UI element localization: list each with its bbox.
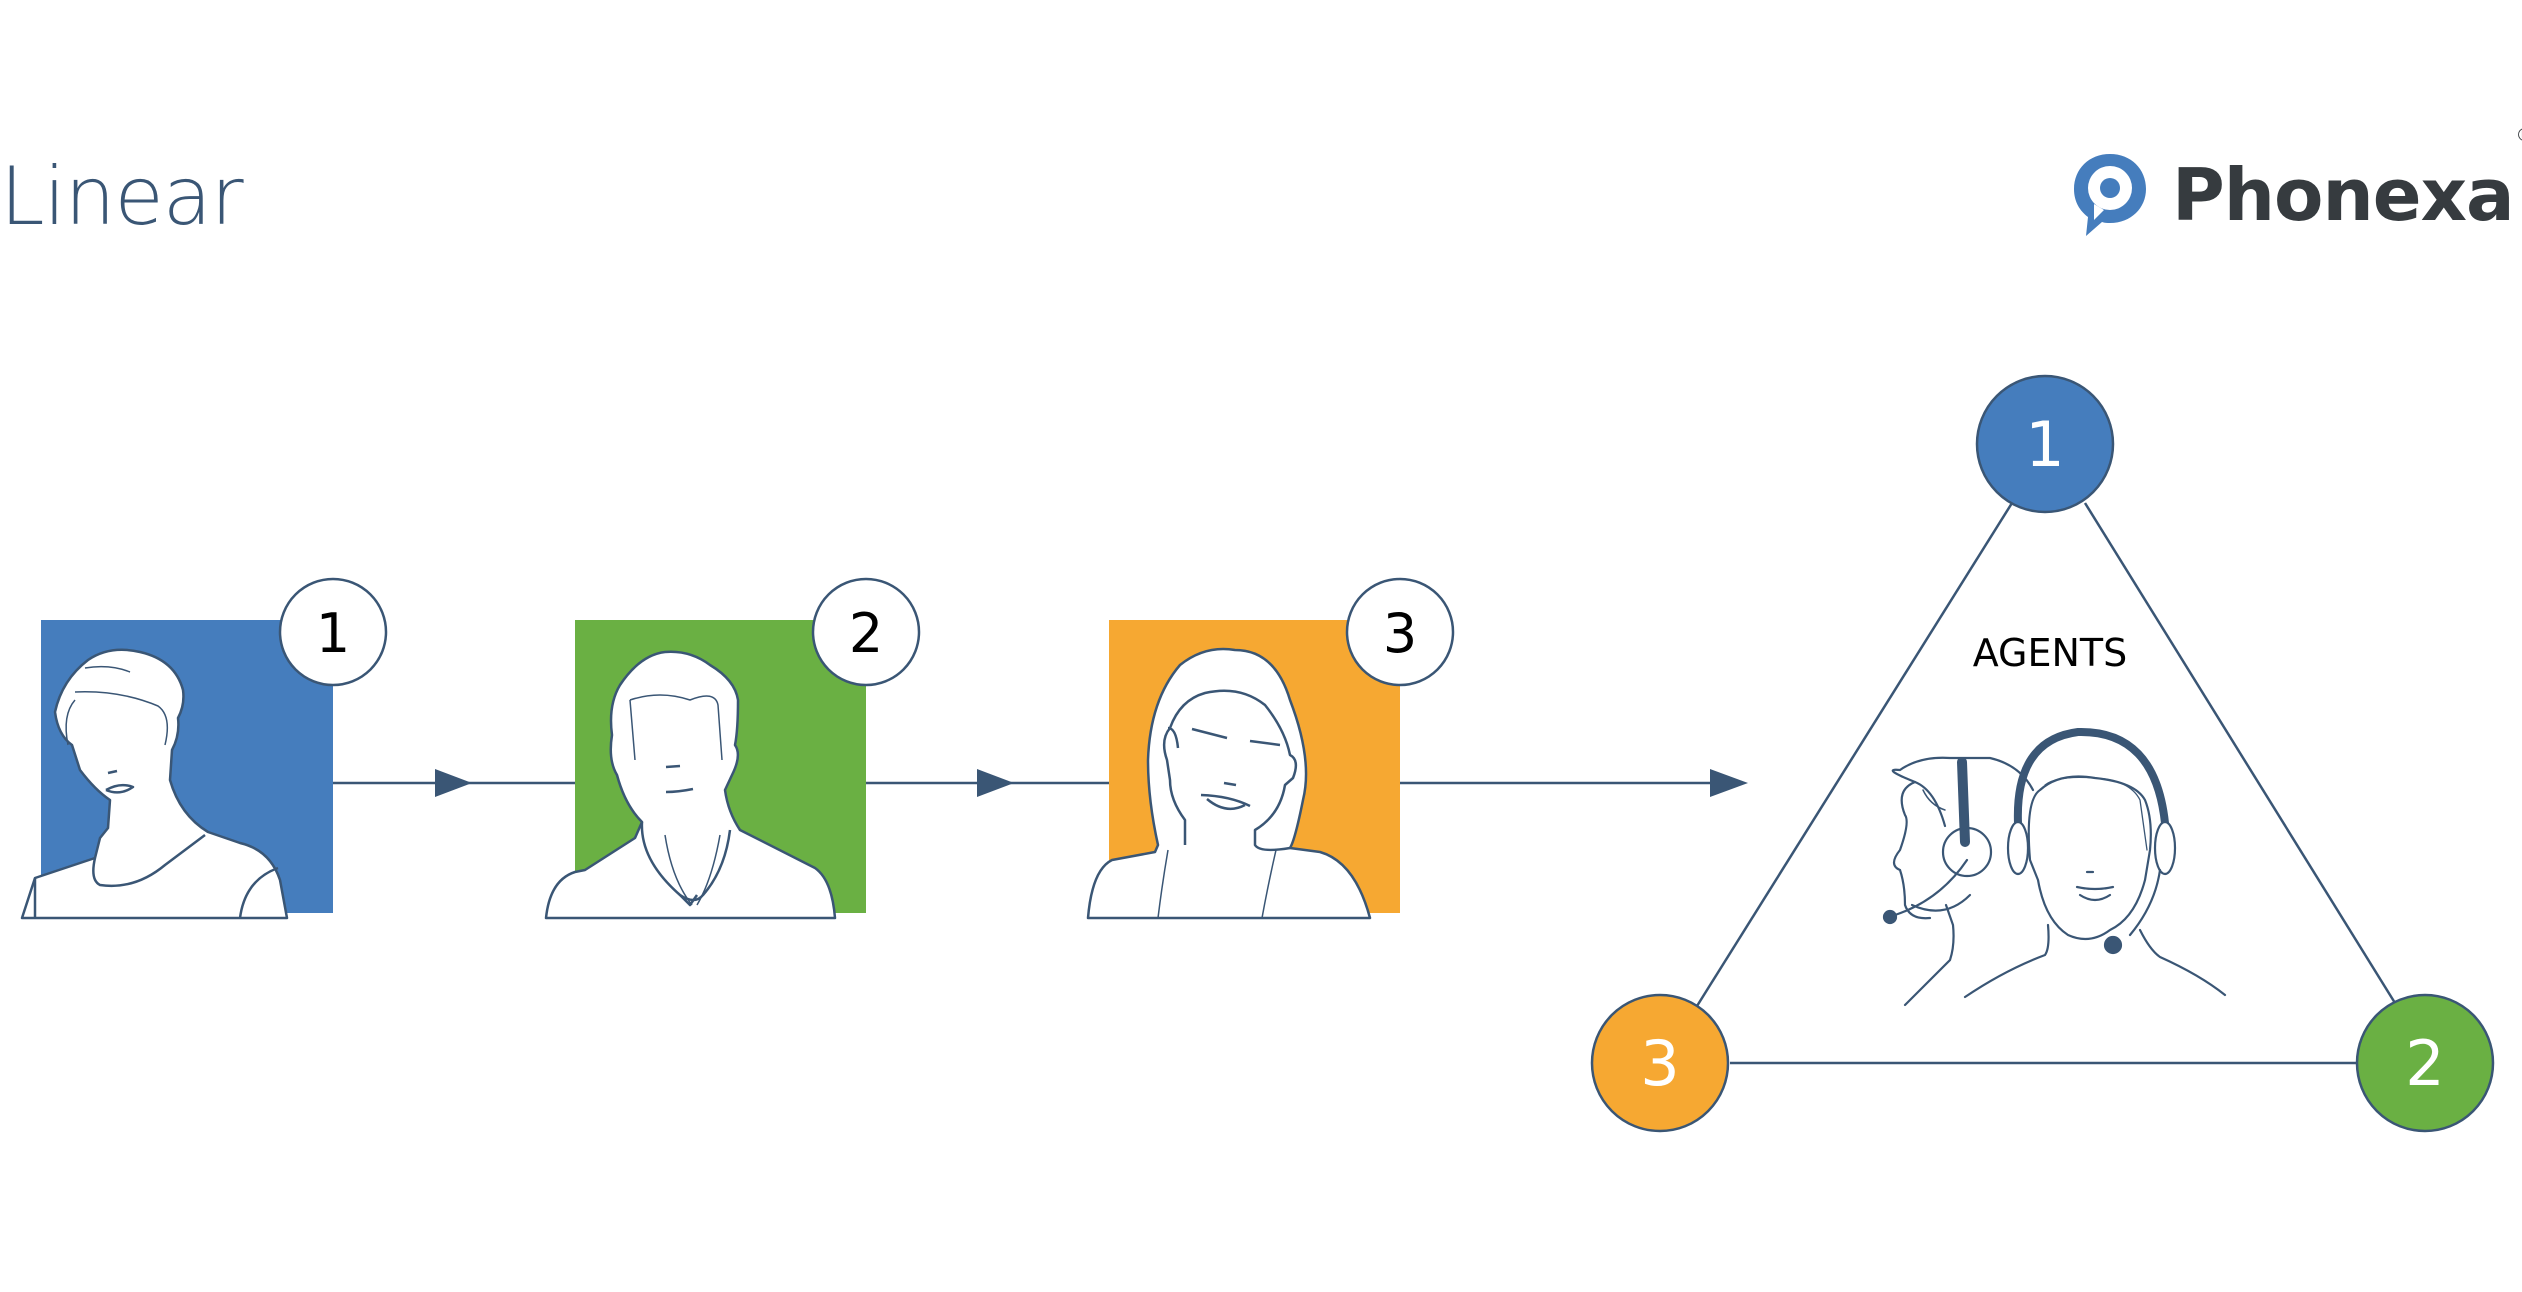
arrow-icon	[435, 769, 472, 797]
step-3-number: 3	[1383, 602, 1417, 665]
page-title: Linear	[0, 150, 244, 243]
step-1-number: 1	[316, 602, 350, 665]
speech-bubble-pin-icon	[2074, 154, 2146, 236]
agents-label: AGENTS	[1973, 631, 2128, 675]
step-1-card: 1	[20, 577, 388, 920]
agents-triangle: AGENTS 1 2 3	[1590, 374, 2495, 1133]
phonexa-logo: Phonexa®	[2070, 125, 2522, 240]
step-3-card: 3	[1086, 577, 1455, 920]
logo-wordmark: Phonexa®	[2172, 125, 2522, 237]
step-2-number: 2	[849, 602, 883, 665]
arrow-icon	[977, 769, 1014, 797]
agent-node-2-number: 2	[2405, 1027, 2444, 1100]
headset-agents-icon	[1882, 727, 2227, 1007]
person-short-hair-icon	[20, 648, 289, 920]
step-2-card: 2	[544, 577, 921, 920]
agent-node-1-number: 1	[2025, 408, 2064, 481]
person-collared-shirt-icon	[544, 650, 837, 920]
arrow-icon	[1710, 769, 1748, 797]
triangle-edge-left	[1695, 502, 2014, 1007]
agent-node-2	[2355, 993, 2495, 1133]
agent-node-3	[1590, 993, 1730, 1133]
person-long-hair-icon	[1086, 647, 1372, 920]
agent-node-1	[1975, 374, 2115, 514]
agent-node-3-number: 3	[1640, 1027, 1679, 1100]
triangle-edge-right	[2083, 502, 2397, 1004]
